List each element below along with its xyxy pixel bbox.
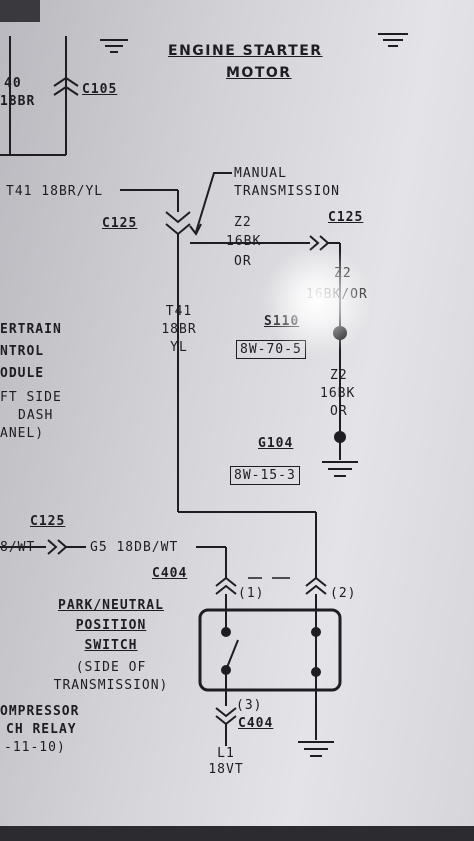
pcm-line-1: ERTRAIN — [0, 322, 62, 337]
manual-arrow — [195, 172, 232, 233]
c125-symbol — [165, 211, 191, 236]
wire-label-l1: L1 — [217, 746, 235, 761]
ground-ref: 8W-15-3 — [230, 466, 300, 485]
switch-name-2: POSITION — [75, 618, 147, 633]
switch-pin-3: (3) — [236, 698, 263, 713]
wire-label-or-lower: OR — [330, 404, 348, 419]
splice-s110: S110 — [264, 314, 300, 329]
manual-arrow-head — [189, 223, 202, 236]
switch-pin-1: (1) — [238, 586, 265, 601]
switch-name-3: SWITCH — [84, 638, 138, 653]
wire-label-40: 40 — [4, 76, 22, 91]
switch-box — [198, 608, 342, 692]
compressor-line-2: CH RELAY — [6, 722, 77, 737]
splice-ref: 8W-70-5 — [236, 340, 306, 359]
wire-label-z2-right: Z2 — [334, 266, 352, 281]
contact-2-top — [311, 627, 321, 637]
splice-dot — [333, 326, 347, 340]
title-line-1: ENGINE STARTER — [168, 43, 323, 59]
switch-location-1: (SIDE OF — [75, 660, 147, 675]
compressor-line-1: OMPRESSOR — [0, 704, 80, 719]
wire-label-16bk-lower: 16BK — [320, 386, 356, 401]
c125-right-symbol — [309, 235, 330, 251]
wire-label-left-wt: 8/WT — [0, 540, 36, 555]
c404-top-symbol-2 — [305, 576, 327, 595]
ground-symbol-top-2 — [378, 33, 408, 47]
title-line-2: MOTOR — [226, 65, 292, 81]
wire-label-z2-top: Z2 — [234, 215, 252, 230]
switch-name-1: PARK/NEUTRAL — [58, 598, 164, 613]
c404-top-symbol-1 — [215, 576, 237, 595]
ground-g104: G104 — [258, 436, 294, 451]
pcm-line-5: DASH — [18, 408, 54, 423]
wire-label-t41-left: T41 18BR/YL — [6, 184, 104, 199]
connector-c105: C105 — [82, 82, 118, 97]
wire-label-or-top: OR — [234, 254, 252, 269]
switch-location-2: TRANSMISSION) — [53, 678, 169, 693]
pcm-line-2: NTROL — [0, 344, 45, 359]
c105-symbol — [53, 76, 79, 96]
pcm-line-4: FT SIDE — [0, 390, 62, 405]
wire-label-16bk-or: 16BK/OR — [306, 287, 368, 302]
contact-1-top — [221, 627, 231, 637]
wire-label-t41-mid: T41 — [165, 304, 193, 319]
pcm-line-3: ODULE — [0, 366, 45, 381]
ground-symbol-top-1 — [100, 39, 128, 53]
connector-c125-top-left: C125 — [102, 216, 138, 231]
ground-symbol-g104 — [322, 461, 358, 477]
connector-c125-left: C125 — [30, 514, 66, 529]
connector-c404-top: C404 — [152, 566, 188, 581]
label-transmission: TRANSMISSION — [234, 184, 340, 199]
ground-symbol-switch — [298, 741, 334, 757]
connector-c404-bottom: C404 — [238, 716, 274, 731]
ground-dot — [334, 431, 346, 443]
pcm-line-6: ANEL) — [0, 426, 45, 441]
wire-label-yl-mid: YL — [170, 340, 188, 355]
corner-tab — [0, 0, 40, 22]
wire-label-18br-mid: 18BR — [161, 322, 197, 337]
c404-bottom-symbol — [215, 707, 237, 726]
wire-label-z2-lower: Z2 — [330, 368, 348, 383]
switch-pin-2: (2) — [330, 586, 357, 601]
switch-blade-1 — [225, 639, 239, 671]
wire-label-18br: 18BR — [0, 94, 36, 109]
wire-label-16bk-top: 16BK — [226, 234, 262, 249]
c125-left-symbol — [47, 539, 68, 555]
label-manual: MANUAL — [234, 166, 287, 181]
connector-c125-top-right: C125 — [328, 210, 364, 225]
wire-label-g5: G5 18DB/WT — [90, 540, 179, 555]
screen-bezel — [0, 826, 474, 841]
wire-label-18vt: 18VT — [208, 762, 244, 777]
compressor-line-3: -11-10) — [4, 740, 66, 755]
